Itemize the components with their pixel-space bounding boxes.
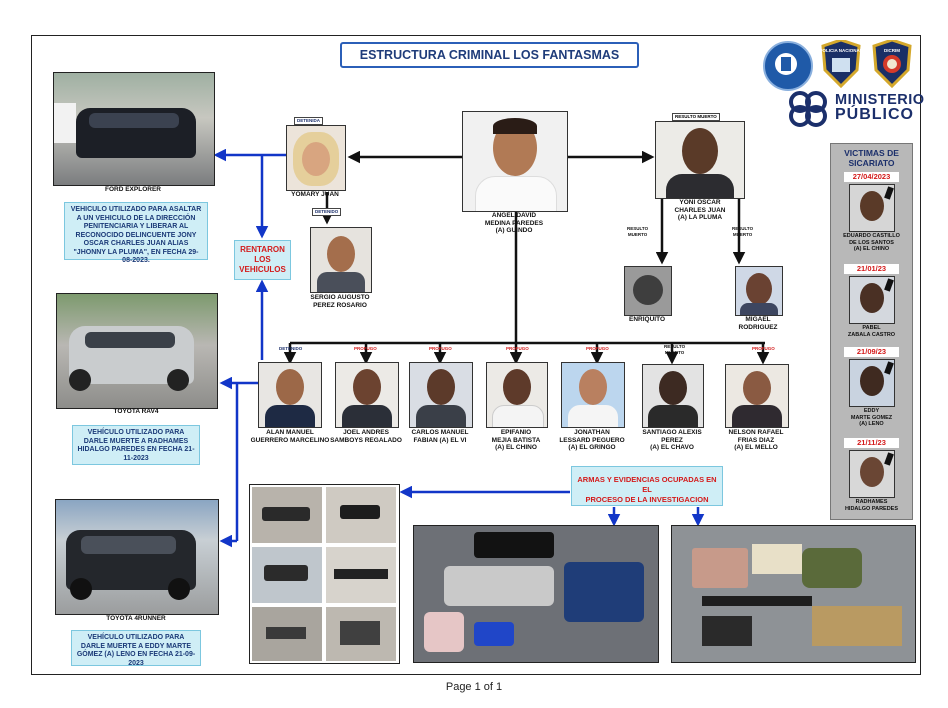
- name-member-5: JONATHAN LESSARD PEGUERO (A) EL GRINGO: [559, 429, 625, 451]
- name-member-1: ALAN MANUEL GUERRERO MARCELINO: [250, 429, 330, 444]
- vehicle-note-3: VEHÍCULO UTILIZADO PARA DARLE MUERTE A E…: [71, 630, 201, 667]
- member-1-status: DETENIDO: [279, 346, 303, 351]
- victims-panel: VICTIMAS DE SICARIATO 27/04/2023 EDUARDO…: [830, 143, 913, 520]
- yoni-status: RESULTO MUERTO: [672, 113, 720, 121]
- victim-2-date: 21/01/23: [844, 264, 899, 274]
- mourning-ribbon-icon: [884, 361, 894, 375]
- photo-leader: [462, 111, 568, 212]
- photo-member-1: [258, 362, 322, 428]
- photo-member-7: [725, 364, 789, 428]
- member-5-status: PROFUGO: [586, 346, 609, 351]
- victim-4-date: 21/11/23: [844, 438, 899, 448]
- name-migael: MIGAEL RODRIGUEZ: [738, 316, 778, 331]
- vehicle-caption-2: TOYOTA RAV4: [113, 408, 159, 415]
- vehicle-photo-toyota-rav4: [56, 293, 218, 409]
- photo-victim-3: [849, 359, 895, 407]
- name-member-7: NELSON RAFAEL FRIAS DIAZ (A) EL MELLO: [728, 429, 784, 451]
- photo-sergio: [310, 227, 372, 293]
- government-seal: [763, 41, 813, 91]
- brand-line-2: PÚBLICO: [835, 106, 914, 123]
- migael-status: RESULTO MUERTO: [732, 226, 754, 237]
- photo-victim-4: [849, 450, 895, 498]
- name-member-6: SANTIAGO ALEXIS PEREZ (A) EL CHAVO: [642, 429, 702, 451]
- victim-1-name: EDUARDO CASTILLO DE LOS SANTOS (A) EL CH…: [843, 233, 900, 252]
- photo-yomary: [286, 125, 346, 191]
- photo-member-5: [561, 362, 625, 428]
- policia-badge: POLICIA NACIONAL: [819, 38, 863, 89]
- photo-migael: [735, 266, 783, 316]
- weapons-photo-grid: [249, 484, 400, 664]
- sergio-status: DETENIDO: [312, 208, 342, 216]
- name-member-3: CARLOS MANUEL FABIAN (A) EL VI: [411, 429, 469, 444]
- name-member-4: EPIFANIO MEJIA BATISTA (A) EL CHINO: [491, 429, 541, 451]
- page-footer: Page 1 of 1: [445, 681, 503, 693]
- mourning-ribbon-icon: [884, 452, 894, 466]
- name-member-2: JOEL ANDRES SAMBOYS REGALADO: [330, 429, 402, 444]
- mourning-ribbon-icon: [884, 278, 894, 292]
- photo-yoni: [655, 121, 745, 199]
- vehicle-caption-3: TOYOTA 4RUNNER: [106, 615, 166, 622]
- vehicle-photo-ford-explorer: [53, 72, 215, 186]
- member-4-status: PROFUGO: [506, 346, 529, 351]
- member-3-status: PROFUGO: [429, 346, 452, 351]
- enriquito-status: RESULTO MUERTO: [627, 226, 649, 237]
- brand-line-1: MINISTERIO: [835, 92, 925, 108]
- rentaron-note: RENTARON LOS VEHICULOS: [234, 240, 291, 280]
- mourning-ribbon-icon: [884, 186, 894, 200]
- photo-member-6: [642, 364, 704, 428]
- name-leader: ANGEL DAVID MEDINA PAREDES (A) GUINDO: [484, 212, 544, 234]
- photo-member-2: [335, 362, 399, 428]
- vehicle-caption-1: FORD EXPLORER: [105, 186, 161, 193]
- dicrim-badge-text: DICRIM: [884, 48, 900, 53]
- vehicle-photo-toyota-4runner: [55, 499, 219, 615]
- name-yoni: YONI OSCAR CHARLES JUAN (A) LA PLUMA: [674, 199, 726, 221]
- evidence-note: ARMAS Y EVIDENCIAS OCUPADAS EN EL PROCES…: [571, 466, 723, 506]
- victim-3-date: 21/09/23: [844, 347, 899, 357]
- evidence-photo-clothing: [413, 525, 659, 663]
- photo-enriquito: [624, 266, 672, 316]
- page-title: ESTRUCTURA CRIMINAL LOS FANTASMAS: [340, 42, 639, 68]
- victim-3-name: EDDY MARTE GOMEZ (A) LENO: [850, 408, 893, 427]
- name-sergio: SERGIO AUGUSTO PEREZ ROSARIO: [310, 294, 370, 309]
- member-2-status: PROFUGO: [354, 346, 377, 351]
- ministerio-publico-logo-icon: [789, 91, 827, 127]
- yomary-status: DETENIDA: [294, 117, 324, 125]
- vehicle-note-1: VEHICULO UTILIZADO PARA ASALTAR A UN VEH…: [64, 202, 208, 264]
- photo-victim-2: [849, 276, 895, 324]
- photo-member-3: [409, 362, 473, 428]
- victims-heading: VICTIMAS DE SICARIATO: [844, 148, 899, 168]
- victim-4-name: RADHAMES HIDALGO PAREDES: [844, 499, 899, 512]
- victim-2-name: PABEL ZABALA CASTRO: [847, 325, 896, 338]
- name-yomary: YOMARY JUAN: [291, 191, 339, 198]
- policia-badge-text: POLICIA NACIONAL: [819, 48, 862, 53]
- member-6-status: RESULTO MUERTO: [664, 344, 686, 355]
- evidence-photo-weapons-cash: [671, 525, 916, 663]
- photo-member-4: [486, 362, 548, 428]
- photo-victim-1: [849, 184, 895, 232]
- name-enriquito: ENRIQUITO: [629, 316, 665, 323]
- victim-1-date: 27/04/2023: [844, 172, 899, 182]
- vehicle-note-2: VEHÍCULO UTILIZADO PARA DARLE MUERTE A R…: [72, 425, 200, 465]
- dicrim-badge: DICRIM: [870, 38, 914, 89]
- member-7-status: PROFUGO: [752, 346, 775, 351]
